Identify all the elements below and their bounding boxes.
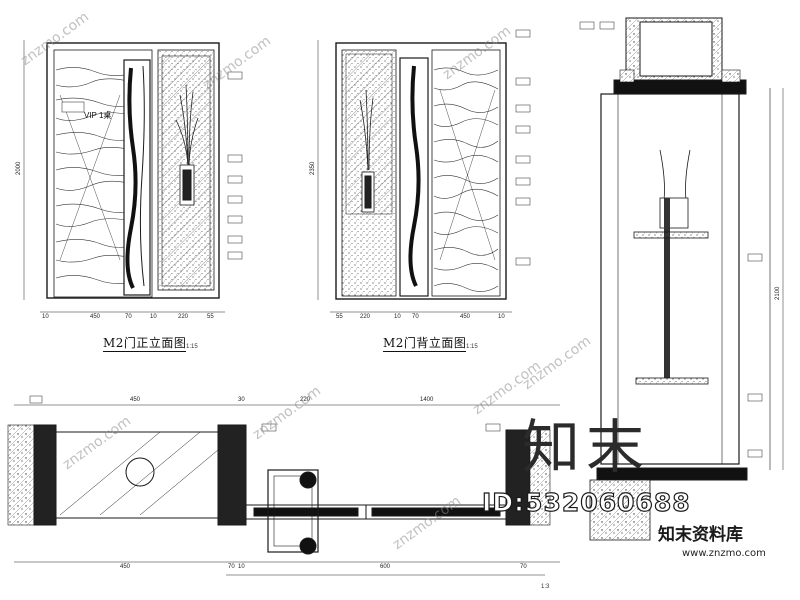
back-elevation-scale: 1:15 [466, 344, 478, 350]
front-handle-bar [125, 67, 138, 289]
dimension-label: 220 [360, 314, 371, 320]
dimension-label: 55 [207, 314, 214, 320]
plan-pivot-block [267, 469, 319, 553]
dimension-label: 450 [120, 564, 131, 570]
dimension-label: 70 [125, 314, 132, 320]
dimension-label: 1400 [420, 397, 434, 403]
back-handle-bar [408, 65, 421, 287]
dimension-label: 10 [150, 314, 157, 320]
back-outer-frame [335, 42, 507, 300]
door-plan [7, 424, 551, 555]
dimension-label: 70 [520, 564, 527, 570]
brand-logo-text: 知末 [522, 413, 651, 481]
back-elevation [335, 42, 507, 300]
brand-name: 知末资料库 [658, 525, 743, 545]
front-outer-frame [46, 42, 220, 299]
front-plant-decor [175, 84, 199, 166]
plan-glass-leaf [55, 431, 219, 519]
dimension-label: 10 [498, 314, 505, 320]
vip-label: VIP 1桌 [84, 111, 112, 120]
dimension-label: 220 [300, 397, 311, 403]
dimension-label: 450 [130, 397, 141, 403]
dimension-label: 70 [228, 564, 235, 570]
dimension-label: 10 [394, 314, 401, 320]
dimension-lines [14, 40, 784, 576]
section-door-leaf [600, 93, 740, 465]
front-elevation [46, 42, 220, 299]
back-right-leaf [431, 49, 501, 297]
height-dimension-label: 2100 [775, 286, 781, 300]
dimension-label: 10 [42, 314, 49, 320]
dimension-label: 450 [460, 314, 471, 320]
brand-url: www.znzmo.com [682, 548, 766, 559]
back-wood-grain [433, 67, 499, 292]
brand-id: ID:532060688 [481, 487, 691, 517]
plan-left-jamb [33, 424, 57, 526]
dimension-label: 30 [238, 397, 245, 403]
dimension-label: 70 [412, 314, 419, 320]
back-elevation-title: M2门背立面图 [383, 336, 467, 352]
plan-knob [125, 457, 155, 487]
front-elevation-title: M2门正立面图 [103, 336, 187, 352]
dimension-label: 220 [178, 314, 189, 320]
leader-tags [29, 21, 763, 458]
back-plant-decor [359, 89, 374, 171]
dimension-label: 600 [380, 564, 391, 570]
front-left-leaf [53, 49, 153, 298]
height-dimension-label: 2000 [16, 161, 22, 175]
dimension-label: 10 [238, 564, 245, 570]
dimension-label: 450 [90, 314, 101, 320]
vertical-section [589, 17, 771, 541]
front-elevation-scale: 1:15 [186, 344, 198, 350]
height-dimension-label: 2350 [310, 161, 316, 175]
dimension-label: 55 [336, 314, 343, 320]
plan-scale: 1:3 [541, 584, 550, 590]
